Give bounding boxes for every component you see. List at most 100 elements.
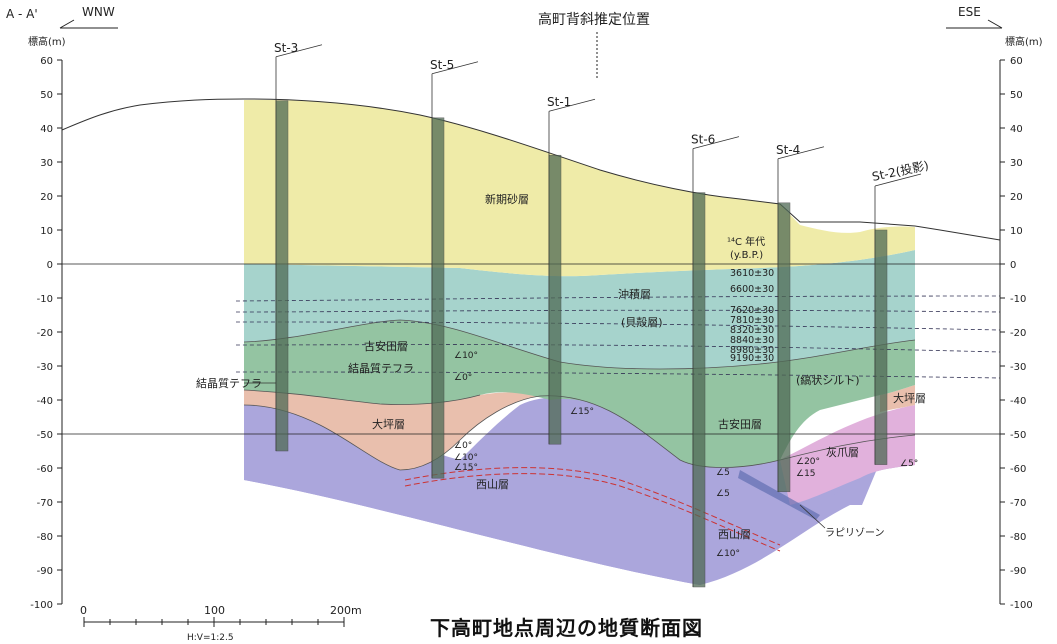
bh-st4: St-4 [776, 143, 825, 493]
y-tick-label: 40 [1010, 124, 1023, 135]
y-tick-label: 20 [1010, 192, 1023, 203]
y-tick-label: 40 [40, 124, 53, 135]
lapilli-zone-lines [404, 467, 781, 552]
label-koyasuda-2: 古安田層 [718, 417, 762, 431]
dip: ∠5 [716, 489, 730, 499]
section-label: A - A' [6, 7, 38, 21]
borehole-column [431, 117, 445, 479]
c14-age: 6600±30 [730, 284, 774, 295]
layer-shinki [244, 99, 915, 277]
y-tick-label: -40 [1010, 396, 1026, 407]
scale-bar: 0 100 200m H:V=1:2.5 [80, 604, 362, 643]
label-chuseki: 沖積層 [618, 287, 651, 301]
y-tick-label: -60 [1010, 464, 1026, 475]
y-tick-label: 10 [40, 226, 53, 237]
c14-age: 8320±30 [730, 325, 774, 336]
y-tick-label: 20 [40, 192, 53, 203]
y-tick-label: -40 [37, 396, 53, 407]
dip: ∠15° [570, 407, 594, 417]
dip: ∠0° [454, 441, 472, 451]
y-tick-label: 30 [40, 158, 53, 169]
bh-st5: St-5 [430, 58, 479, 479]
y-tick-label: -70 [1010, 498, 1026, 509]
c14-age: 8840±30 [730, 335, 774, 346]
label-otsubo-2: 大坪層 [893, 391, 926, 405]
y-tick-label: -90 [37, 566, 53, 577]
c14-heading: ¹⁴C 年代 [727, 235, 765, 248]
label-lapilli: ラピリゾーン [825, 527, 885, 539]
label-nishiyama: 西山層 [476, 478, 509, 491]
y-tick-label: 60 [40, 56, 53, 67]
label-otsubo: 大坪層 [372, 417, 405, 431]
boreholes: St-3St-5St-1St-6St-4St-2(投影) [274, 41, 930, 588]
borehole-flag [777, 146, 825, 160]
label-koyasuda: 古安田層 [364, 339, 408, 353]
y-tick-label: -20 [1010, 328, 1026, 339]
y-tick-label: -30 [1010, 362, 1026, 373]
direction-left-arrow [59, 19, 118, 29]
label-shima: (縞状シルト) [796, 373, 860, 387]
dip: ∠10° [454, 453, 478, 463]
ylabel-right: 標高(m) [1005, 35, 1043, 48]
borehole-flag [548, 98, 596, 112]
y-tick-label: 50 [40, 90, 53, 101]
dashed-horizons [235, 295, 1001, 379]
y-tick-label: -100 [30, 600, 53, 611]
scale-ratio: H:V=1:2.5 [187, 633, 234, 643]
anticline-label: 高町背斜推定位置 [538, 11, 650, 28]
y-tick-label: -50 [37, 430, 53, 441]
direction-right-arrow [946, 19, 1003, 29]
borehole-flag [874, 173, 922, 187]
dip: ∠0° [454, 373, 472, 383]
y-tick-label: -70 [37, 498, 53, 509]
borehole-column [777, 202, 791, 493]
dip-annotations: ∠10° ∠0° ∠15° ∠0° ∠10° ∠15° ∠5 ∠5 ∠10° ∠… [454, 351, 918, 559]
borehole-flag [275, 44, 323, 58]
layer-chuseki [244, 250, 915, 369]
y-tick-label: -30 [37, 362, 53, 373]
direction-right: ESE [958, 5, 981, 19]
borehole-label: St-3 [274, 41, 298, 55]
layer-otsubo-right [880, 385, 915, 412]
borehole-flag [431, 61, 479, 75]
bh-st6: St-6 [691, 133, 740, 588]
c14-age: 9190±30 [730, 353, 774, 364]
dip: ∠15 [796, 469, 816, 479]
borehole-label: St-6 [691, 133, 715, 147]
c14-age: 8980±30 [730, 345, 774, 356]
y-tick-label: -80 [1010, 532, 1026, 543]
figure-caption: 下高町地点周辺の地質断面図 [430, 616, 703, 640]
y-tick-label: -90 [1010, 566, 1026, 577]
borehole-flag [692, 136, 740, 149]
lapilli-pointer [799, 504, 826, 529]
y-tick-label: -10 [1010, 294, 1026, 305]
y-tick-label: -50 [1010, 430, 1026, 441]
y-tick-label: -60 [37, 464, 53, 475]
label-kaizume: 灰爪層 [826, 445, 859, 459]
bh-st1: St-1 [547, 95, 596, 445]
y-tick-label: -10 [37, 294, 53, 305]
dip: ∠5° [900, 459, 918, 469]
y-tick-label: -80 [37, 532, 53, 543]
c14-unit: (y.B.P.) [730, 250, 763, 261]
y-tick-label: 0 [47, 260, 53, 271]
borehole-label: St-1 [547, 95, 571, 109]
borehole-column [874, 229, 888, 465]
dip: ∠20° [796, 457, 820, 467]
dip: ∠5 [716, 468, 730, 478]
c14-age: 7620±30 [730, 305, 774, 316]
c14-age: 3610±30 [730, 268, 774, 279]
label-kessho: 結晶質テフラ [348, 361, 414, 375]
y-tick-label: -20 [37, 328, 53, 339]
label-nishiyama-2: 西山層 [718, 528, 751, 541]
c14-ages: 3610±30 6600±30 7620±30 7810±30 8320±30 … [730, 268, 774, 364]
ground-surface [61, 98, 1001, 241]
borehole-label: St-5 [430, 58, 454, 72]
label-kaigara: (貝殻層) [621, 315, 663, 329]
layer-koyasuda [244, 320, 915, 468]
borehole-column [548, 154, 562, 445]
direction-left: WNW [82, 5, 115, 19]
y-tick-label: 10 [1010, 226, 1023, 237]
